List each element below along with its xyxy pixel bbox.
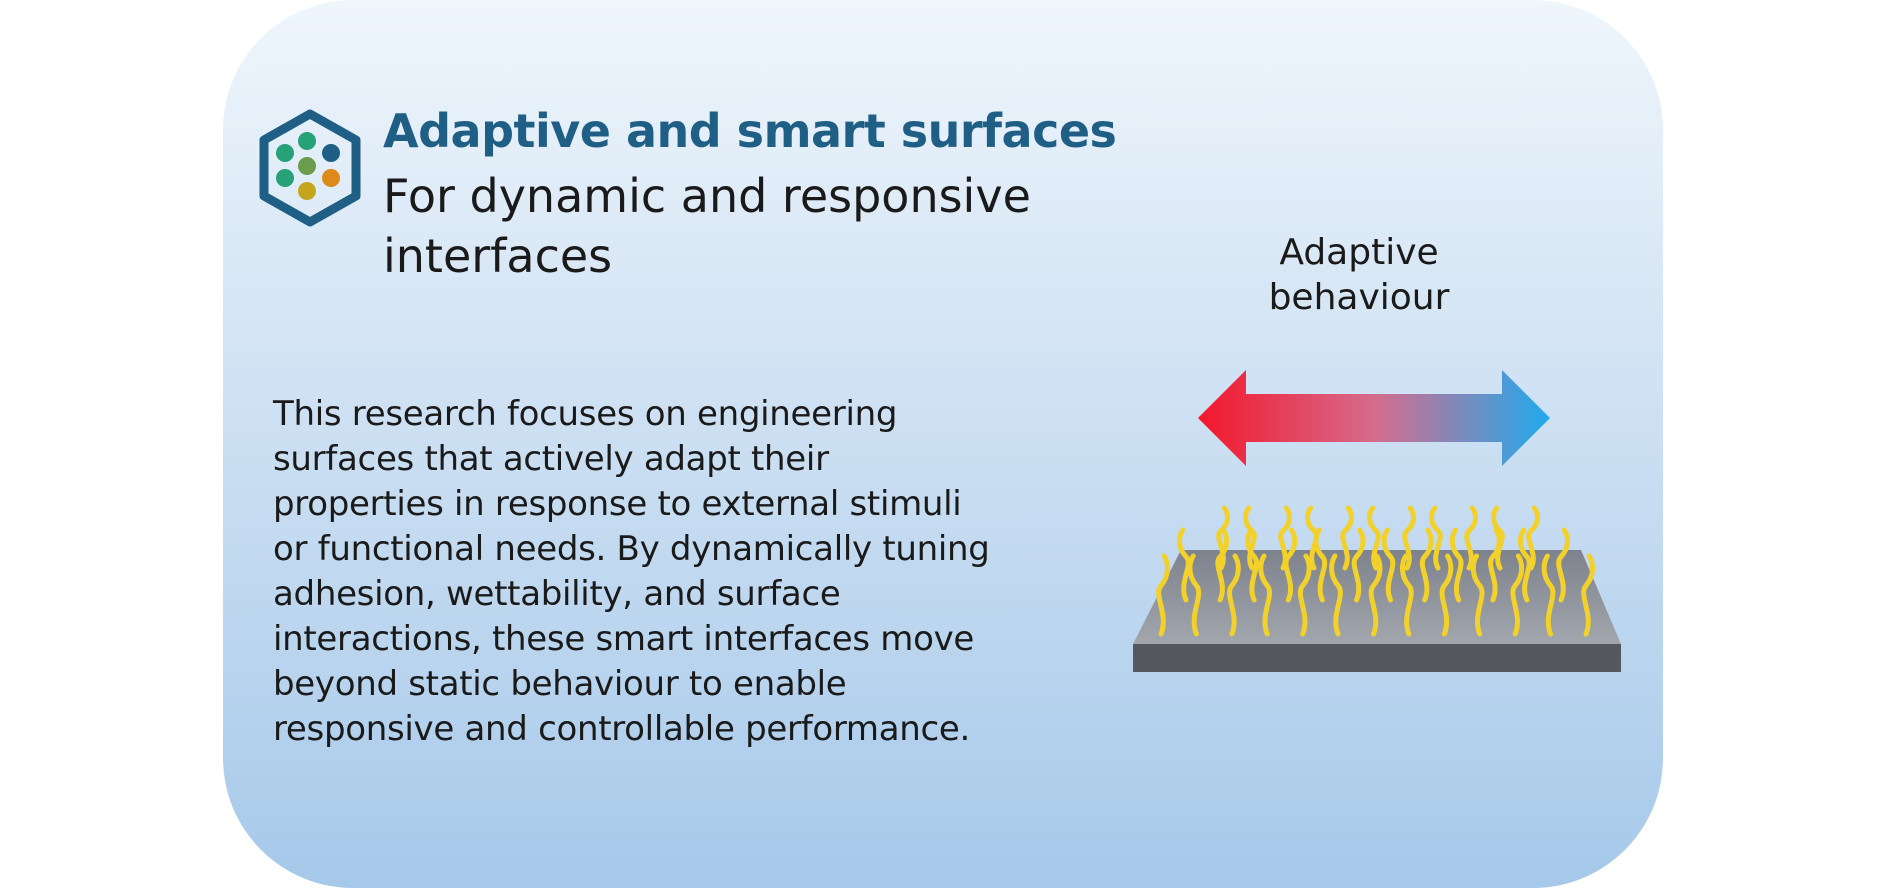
fiber-strand [1156,553,1170,637]
fiber-strand [1313,527,1328,603]
page-subtitle: For dynamic and responsive interfaces [383,169,1031,283]
fiber-strand [1278,505,1292,571]
hexagon-dots-icon [256,108,364,228]
fiber-strand [1187,553,1202,637]
fiber-strand [1368,553,1383,637]
fiber-strand [1518,527,1532,603]
fiber-strand [1340,505,1354,571]
fiber-strand [1419,527,1434,603]
fiber-strand [1177,527,1191,603]
fiber-strand [1449,527,1464,603]
double-arrow-icon [1198,370,1550,466]
description-text: This research focuses on engineering sur… [273,394,990,749]
fiber-strand [1367,505,1381,571]
fiber-strand [1283,527,1298,603]
adaptive-behaviour-label: Adaptive behaviour [1268,232,1450,318]
fiber-strand [1464,505,1478,571]
fiber-strand [1227,553,1241,637]
fiber-strand [1381,527,1396,603]
adaptive-surface-illustration [1131,488,1623,708]
fiber-strand [1402,505,1416,571]
fiber-strand [1470,553,1485,637]
fiber-strand [1488,527,1502,603]
fiber-strand [1258,553,1272,637]
fiber-strand [1510,553,1525,637]
fiber-strand [1215,527,1229,603]
fiber-strand [1329,553,1343,637]
fiber-strand [1297,553,1312,637]
fiber-strand [1491,505,1505,571]
fiber-strand [1439,553,1454,637]
fiber-strand [1556,527,1570,603]
info-card: Adaptive and smart surfaces For dynamic … [223,0,1663,888]
page-title: Adaptive and smart surfaces [383,104,1117,158]
fiber-strand [1245,527,1259,603]
fiber-strand [1526,505,1540,571]
fiber-strand [1305,505,1319,571]
fiber-strand [1400,553,1414,637]
fiber-strand [1541,553,1556,637]
fiber-strand [1351,527,1366,603]
fiber-strand [1429,505,1443,571]
fiber-strand [1581,553,1595,637]
